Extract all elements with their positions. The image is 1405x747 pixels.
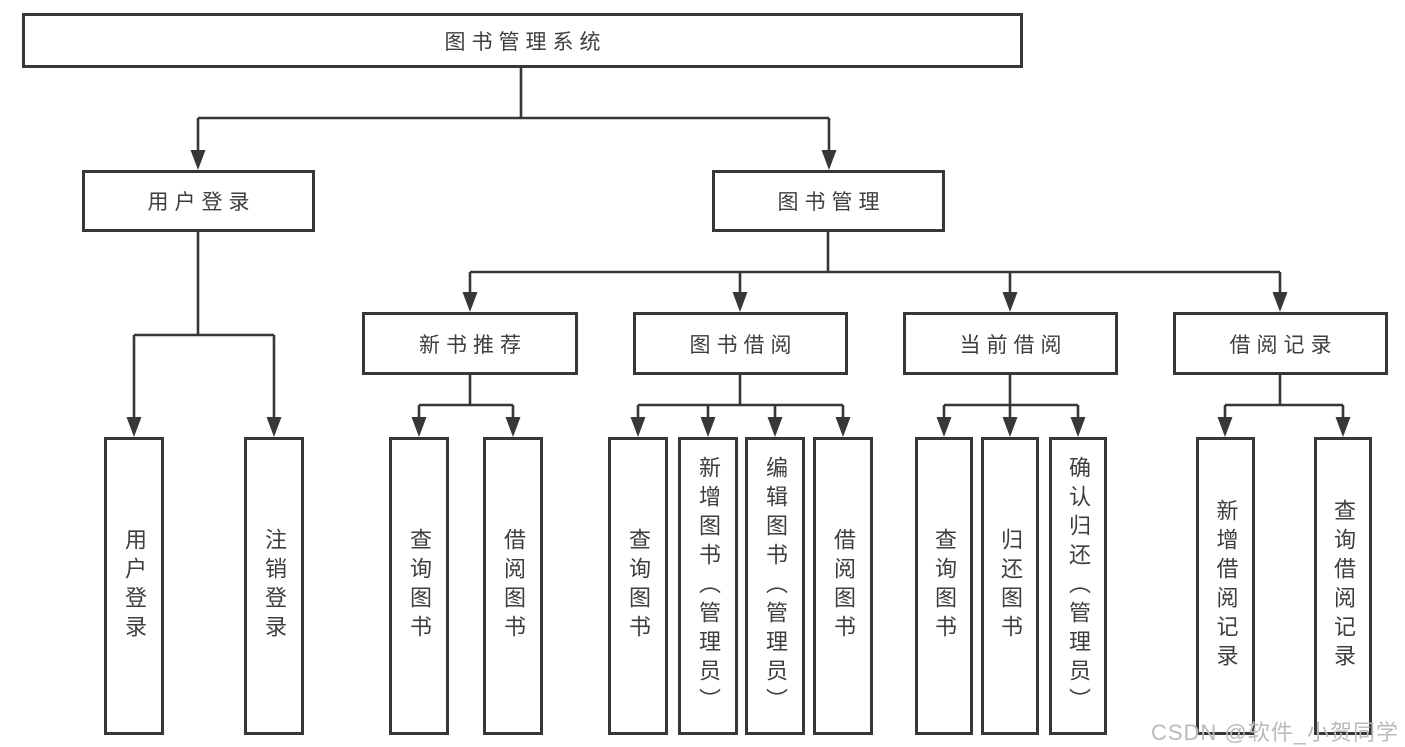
node-leaf-query-books-current: 查询图书	[915, 437, 973, 735]
node-label: 编辑图书（管理员）	[763, 455, 788, 717]
node-label: 查询图书	[407, 528, 432, 644]
node-label: 查询借阅记录	[1331, 499, 1356, 673]
node-leaf-confirm-return-admin: 确认归还（管理员）	[1049, 437, 1107, 735]
node-leaf-return-books: 归还图书	[981, 437, 1039, 735]
node-leaf-borrow-books: 借阅图书	[813, 437, 873, 735]
node-label: 借阅图书	[501, 528, 526, 644]
node-leaf-query-books-borrow: 查询图书	[608, 437, 668, 735]
node-current-borrowing: 当前借阅	[903, 312, 1118, 375]
csdn-watermark: CSDN @软件_小贺同学	[1150, 720, 1399, 745]
node-new-book-recommendation: 新书推荐	[362, 312, 578, 375]
node-library-system-root: 图书管理系统	[22, 13, 1023, 68]
node-leaf-query-borrow-record: 查询借阅记录	[1314, 437, 1372, 735]
connector-borrow-records-to-leaves	[1217, 375, 1351, 437]
node-book-borrowing: 图书借阅	[633, 312, 848, 375]
connector-current-borrow-to-leaves	[936, 375, 1086, 437]
connector-user-login-to-leaves	[126, 232, 282, 437]
node-leaf-borrow-books-rec: 借阅图书	[483, 437, 543, 735]
node-user-login-branch: 用户登录	[82, 170, 315, 232]
connector-root-to-level2	[190, 68, 837, 170]
node-leaf-add-borrow-record: 新增借阅记录	[1196, 437, 1255, 735]
node-borrowing-records: 借阅记录	[1173, 312, 1388, 375]
node-label: 确认归还（管理员）	[1066, 455, 1091, 717]
node-label: 新增借阅记录	[1213, 499, 1239, 673]
node-label: 注销登录	[262, 528, 287, 644]
node-label: 用户登录	[122, 528, 147, 644]
node-leaf-logout: 注销登录	[244, 437, 304, 735]
node-leaf-query-books-rec: 查询图书	[389, 437, 449, 735]
connector-new-book-rec-to-leaves	[411, 375, 521, 437]
node-leaf-user-login: 用户登录	[104, 437, 164, 735]
node-label: 新增图书（管理员）	[696, 455, 721, 717]
connector-book-mgmt-to-level3	[462, 232, 1288, 312]
node-label: 查询图书	[932, 528, 957, 644]
node-label: 借阅图书	[831, 528, 856, 644]
node-book-management-branch: 图书管理	[712, 170, 945, 232]
node-label: 查询图书	[626, 528, 651, 644]
node-leaf-edit-books-admin: 编辑图书（管理员）	[745, 437, 805, 735]
connector-book-borrow-to-leaves	[630, 375, 851, 437]
node-leaf-add-books-admin: 新增图书（管理员）	[678, 437, 738, 735]
node-label: 归还图书	[998, 528, 1023, 644]
